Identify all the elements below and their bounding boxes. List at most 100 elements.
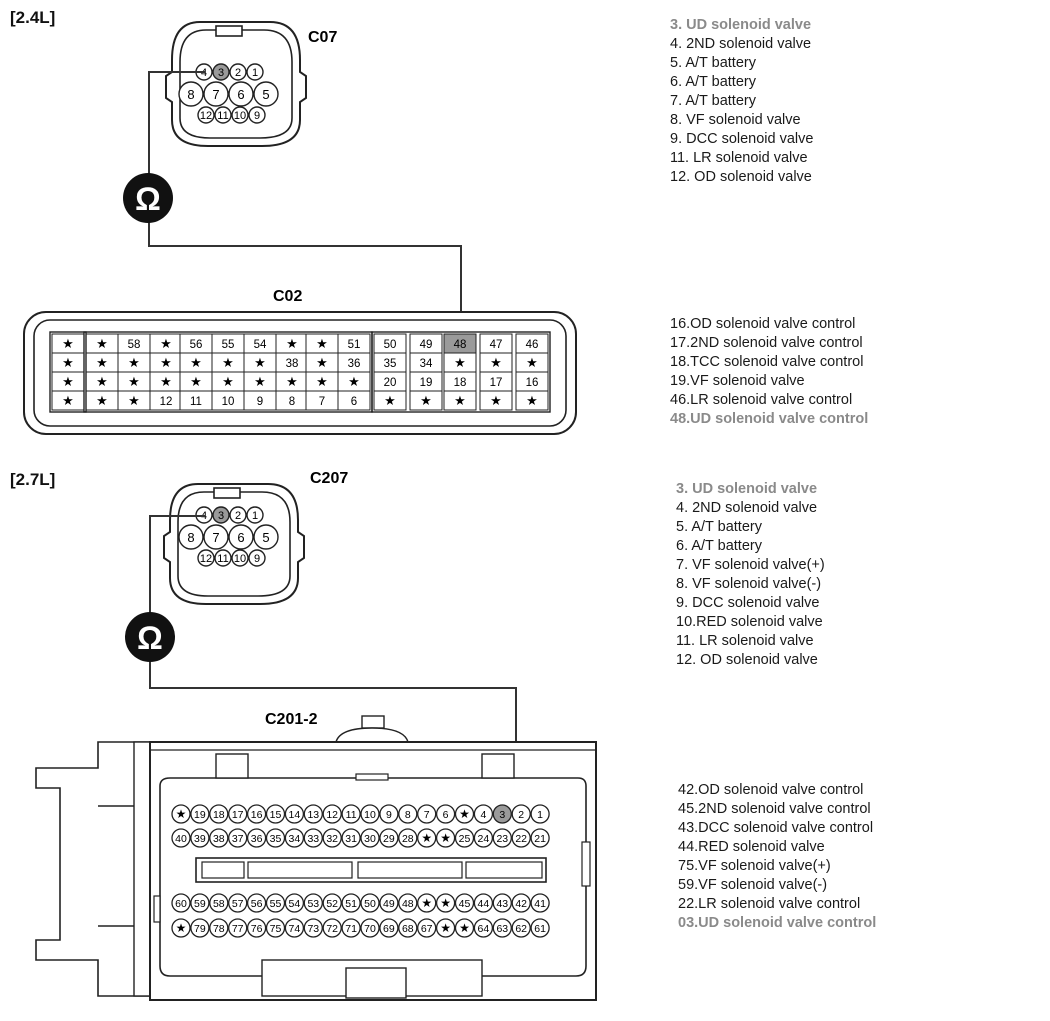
c201-pin-label: 17 — [232, 809, 244, 821]
c02-pin-label: 19 — [420, 377, 433, 389]
c201-pin — [473, 804, 494, 824]
c201-pin-label: ★ — [176, 921, 187, 935]
c201-pin — [265, 918, 286, 938]
c201-pin-label: 21 — [534, 833, 546, 845]
c201-pin-label: 54 — [289, 898, 301, 910]
legend-line: 48.UD solenoid valve control — [670, 411, 869, 427]
legend-line: 22.LR solenoid valve control — [678, 896, 861, 912]
c201-pin-label: 50 — [364, 898, 376, 910]
c02-pin-label: ★ — [286, 336, 298, 351]
legend-line: 4. 2ND solenoid valve — [670, 36, 812, 52]
legend-line: 18.TCC solenoid valve control — [670, 354, 864, 370]
c201-pin — [322, 828, 342, 848]
c201-pin — [360, 918, 380, 938]
c201-pin — [435, 893, 456, 913]
c02-pin-label: ★ — [384, 393, 396, 408]
c201-pin-label: 48 — [402, 898, 414, 910]
legend-line: 6. A/T battery — [670, 74, 756, 90]
c02-pin-label: ★ — [62, 393, 74, 408]
pin-label: 12 — [200, 110, 212, 122]
c201-pin — [284, 804, 305, 824]
c201-pin — [379, 918, 399, 938]
pin — [178, 81, 204, 107]
c201-pin-label: 1 — [537, 809, 543, 821]
c201-pin-label: 14 — [289, 809, 301, 821]
legend-line: 9. DCC solenoid valve — [676, 595, 820, 611]
c201-pin — [341, 804, 361, 824]
c201-pin-label: 41 — [534, 898, 546, 910]
c201-pin — [190, 828, 210, 848]
c201-pin-label: 37 — [232, 833, 244, 845]
legend-line: 8. VF solenoid valve — [670, 112, 801, 128]
c201-pin — [379, 828, 399, 848]
c201-pin-label: 16 — [251, 809, 263, 821]
pin — [212, 63, 230, 81]
c201-pin-label: 25 — [459, 833, 471, 845]
c02-pin-label: 47 — [490, 339, 503, 351]
legend-line: 46.LR solenoid valve control — [670, 392, 853, 408]
pin — [197, 549, 215, 567]
c201-pin — [360, 828, 380, 848]
pin — [248, 549, 266, 567]
pin — [246, 506, 264, 524]
c201-pin-label: ★ — [440, 831, 451, 845]
pin — [248, 106, 266, 124]
ohm-symbol: Ω — [135, 181, 161, 217]
c02-pin-label: 50 — [384, 339, 397, 351]
c201-pin — [454, 918, 475, 938]
c201-pin-label: 33 — [307, 833, 319, 845]
c02-pin-label: 38 — [286, 358, 299, 370]
c201-pin — [435, 828, 456, 848]
c201-pin-label: 9 — [386, 809, 392, 821]
c201-pin — [341, 918, 361, 938]
c201-pin — [303, 918, 323, 938]
c201-pin-label: 34 — [289, 833, 301, 845]
legend-line: 5. A/T battery — [676, 519, 762, 535]
c02-pin-label: ★ — [254, 374, 266, 389]
c201-pin — [228, 918, 248, 938]
c201-pin-label: 43 — [496, 898, 508, 910]
c201-pin — [265, 828, 286, 848]
pin — [253, 524, 279, 550]
c201-pin — [228, 893, 248, 913]
c201-pin-label: 30 — [364, 833, 376, 845]
c02-pin-label: ★ — [160, 355, 172, 370]
c201-pin-label: 4 — [480, 809, 486, 821]
pin — [246, 63, 264, 81]
c201-pin — [473, 893, 494, 913]
c201-pin — [171, 893, 191, 913]
legend-line: 03.UD solenoid valve control — [678, 915, 877, 931]
c201-pin-label: 58 — [213, 898, 225, 910]
c201-pin — [209, 918, 229, 938]
c201-pin-label: ★ — [421, 896, 432, 910]
ohmmeter-icon: Ω — [123, 173, 173, 223]
c201-pin-label: 74 — [289, 923, 301, 935]
c201-pin — [530, 828, 550, 848]
c02-pin-label: ★ — [316, 355, 328, 370]
pin-label: 2 — [235, 67, 241, 79]
c201-pin-label: ★ — [440, 921, 451, 935]
c201-pin — [417, 893, 437, 913]
c201-pin — [303, 828, 323, 848]
c02-pin-label: ★ — [96, 336, 108, 351]
c201-pin — [530, 893, 550, 913]
pin — [229, 506, 247, 524]
c201-pin — [454, 893, 475, 913]
c201-pin-label: 36 — [251, 833, 263, 845]
c201-pin — [284, 828, 305, 848]
c02-pin-label: ★ — [96, 393, 108, 408]
c02-pin-label: 11 — [190, 396, 202, 408]
pin-label: 3 — [218, 67, 224, 79]
c201-pin — [246, 804, 267, 824]
pin-label: 7 — [212, 530, 219, 545]
legend-line: 16.OD solenoid valve control — [670, 316, 856, 332]
c02-pin-label: ★ — [128, 374, 140, 389]
legend-line: 75.VF solenoid valve(+) — [678, 858, 831, 874]
c201-pin — [398, 804, 418, 824]
pin-label: 11 — [217, 553, 228, 565]
c02-pin-label: 35 — [384, 358, 397, 370]
wire-c207-to-meter — [149, 515, 205, 614]
